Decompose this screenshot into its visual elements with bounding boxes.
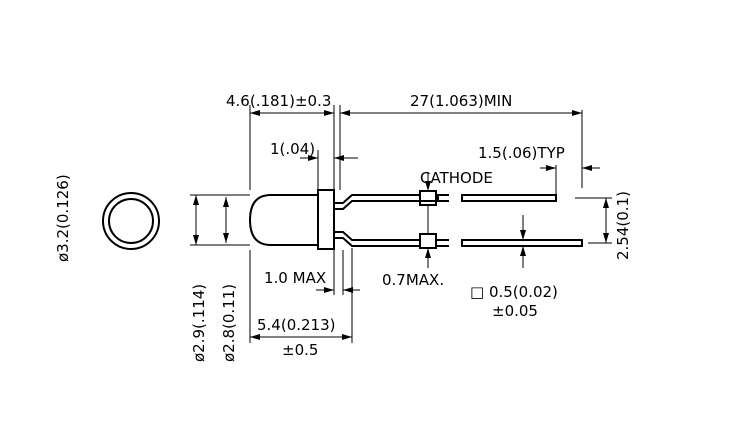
arrow (572, 110, 582, 116)
outer-circle (102, 192, 160, 250)
max-1-label: 1.0 MAX (264, 269, 326, 287)
arrow (223, 197, 229, 207)
bottom-dimensions (249, 172, 526, 343)
arrow (324, 110, 334, 116)
arrow (193, 195, 199, 205)
lead-spacing-label: 2.54(0.1) (614, 191, 632, 260)
arrow (250, 110, 260, 116)
lead-offset-label: 1.5(.06)TYP (478, 144, 565, 162)
arrow (582, 165, 592, 171)
overall-tolerance-label: ±0.5 (282, 341, 318, 359)
lens-dome (248, 194, 319, 246)
flange-width-label: 1(.04) (270, 140, 315, 158)
arrow (342, 334, 352, 340)
lead-square-tolerance-label: ±0.05 (492, 302, 538, 320)
end-view (102, 192, 160, 250)
overall-length-label: 5.4(0.213) (257, 316, 336, 334)
arrow (603, 198, 609, 208)
body-length-label: 4.6(.181)±0.3 (226, 92, 331, 110)
lead-square-label: □ 0.5(0.02) (470, 283, 558, 301)
arrow (520, 230, 526, 240)
arrow (193, 235, 199, 245)
upper-lead-far (461, 194, 557, 202)
arrow (324, 287, 334, 293)
arrow (250, 334, 260, 340)
upper-lead-near-bottom (333, 200, 421, 210)
lens-diameter-2-label: ø2.8(0.11) (220, 284, 238, 362)
arrow (425, 248, 431, 258)
lower-standoff (419, 233, 437, 249)
lower-lead-near-top (333, 231, 421, 241)
led-side-view (248, 189, 583, 250)
lower-lead-far (461, 239, 583, 247)
arrow (425, 181, 431, 191)
flange (317, 189, 335, 250)
lower-lead-near-bottom (333, 237, 421, 247)
top-dimensions (249, 105, 612, 244)
arrow (334, 155, 344, 161)
lead-length-label: 27(1.063)MIN (410, 92, 512, 110)
arrow (343, 287, 353, 293)
lens-diameter-1-label: ø2.9(.114) (190, 284, 208, 362)
outer-diameter-label: ø3.2(0.126) (54, 174, 72, 262)
max-2-label: 0.7MAX. (382, 271, 444, 289)
arrow (308, 155, 318, 161)
arrow (603, 233, 609, 243)
cathode-label: CATHODE (420, 169, 493, 187)
arrow (546, 165, 556, 171)
upper-standoff (419, 190, 437, 206)
arrow (520, 246, 526, 256)
inner-circle (108, 198, 154, 244)
lens-diameter-dimensions (190, 194, 250, 246)
arrow (223, 233, 229, 243)
arrow (340, 110, 350, 116)
